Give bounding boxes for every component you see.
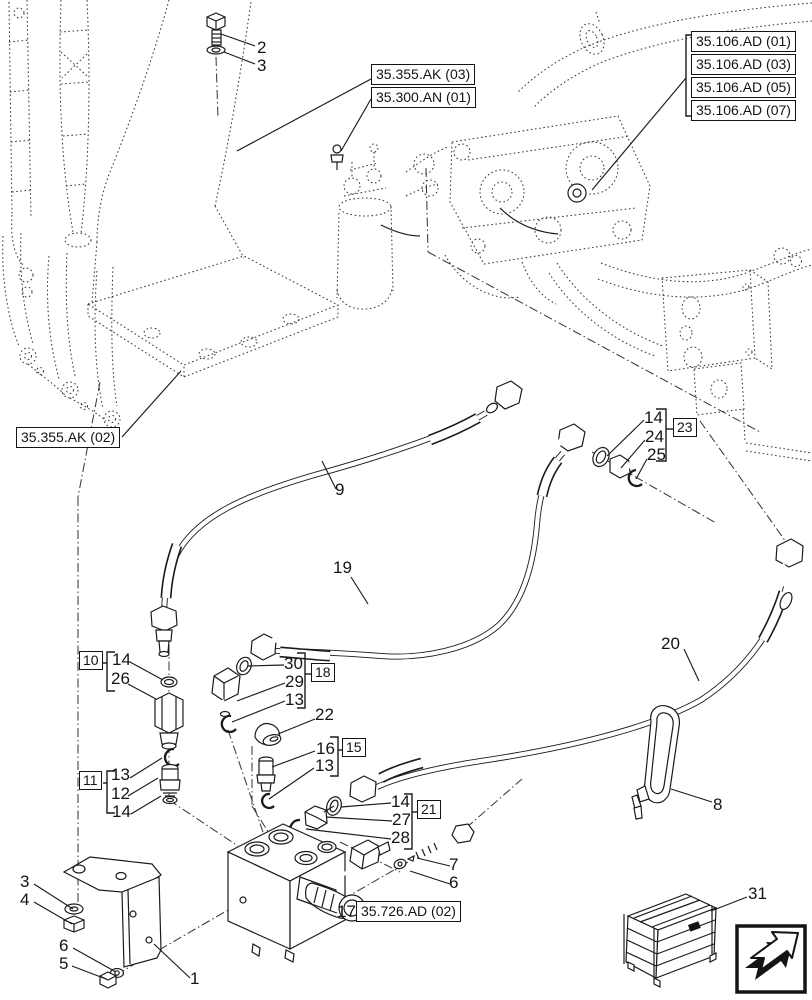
callout-20: 20 bbox=[661, 634, 680, 653]
callout-28: 28 bbox=[391, 828, 410, 847]
callout-25: 25 bbox=[647, 445, 666, 464]
callout-8: 8 bbox=[713, 795, 723, 814]
callout-5: 5 bbox=[59, 954, 69, 973]
ref-label-35-106-ad-05[interactable]: 35.106.AD (05) bbox=[691, 77, 796, 98]
callout-26: 26 bbox=[111, 669, 130, 688]
ref-label-35-106-ad-01[interactable]: 35.106.AD (01) bbox=[691, 31, 796, 52]
callout-19: 19 bbox=[333, 558, 352, 577]
hose-19 bbox=[250, 423, 586, 662]
ref-label-35-106-ad-03[interactable]: 35.106.AD (03) bbox=[691, 54, 796, 75]
callout-24: 24 bbox=[645, 427, 664, 446]
hose-clamp-8 bbox=[631, 705, 681, 820]
bolt-7-washer-6 bbox=[393, 823, 475, 870]
callout-7: 7 bbox=[449, 855, 459, 874]
fitting-group-18 bbox=[211, 656, 252, 734]
callout-27: 27 bbox=[392, 810, 411, 829]
ref-label-35-355-ak-02[interactable]: 35.355.AK (02) bbox=[16, 427, 121, 448]
callout-14: 14 bbox=[391, 792, 410, 811]
callout-13: 13 bbox=[111, 765, 130, 784]
callout-3: 3 bbox=[257, 56, 267, 75]
callout-9: 9 bbox=[335, 480, 345, 499]
fitting-group-21 bbox=[289, 796, 342, 840]
callout-13: 13 bbox=[315, 756, 334, 775]
fitting-group-23 bbox=[592, 446, 643, 488]
group-box-21: 21 bbox=[417, 800, 441, 819]
callout-13: 13 bbox=[285, 690, 304, 709]
fitting-group-10 bbox=[154, 676, 184, 750]
callout-1: 1 bbox=[190, 969, 200, 988]
callout-29: 29 bbox=[285, 672, 304, 691]
callout-3: 3 bbox=[20, 872, 30, 891]
callout-14: 14 bbox=[644, 408, 663, 427]
callout-2: 2 bbox=[257, 38, 267, 57]
mounting-bracket-1 bbox=[62, 856, 162, 968]
bolt-2-washer-3 bbox=[206, 12, 226, 55]
callout-6: 6 bbox=[449, 873, 459, 892]
group-box-10: 10 bbox=[79, 651, 103, 670]
fitting-group-11 bbox=[159, 747, 181, 805]
hose-20 bbox=[349, 538, 804, 803]
group-box-18: 18 bbox=[311, 663, 335, 682]
ref-label-35-726-ad-02[interactable]: 35.726.AD (02) bbox=[356, 901, 461, 922]
shipping-crate-31 bbox=[623, 893, 718, 988]
callout-14: 14 bbox=[112, 802, 131, 821]
callout-6: 6 bbox=[59, 936, 69, 955]
leader-lines bbox=[33, 33, 748, 980]
callout-14: 14 bbox=[112, 650, 131, 669]
callout-4: 4 bbox=[20, 890, 30, 909]
pump-inlet-fitting bbox=[332, 144, 342, 154]
ref-label-35-300-an-01[interactable]: 35.300.AN (01) bbox=[371, 87, 476, 108]
group-box-11: 11 bbox=[79, 771, 102, 790]
hose-9 bbox=[150, 380, 523, 658]
callout-31: 31 bbox=[748, 884, 767, 903]
callout-12: 12 bbox=[111, 784, 130, 803]
group-brackets bbox=[103, 34, 692, 850]
phantom-pump-assembly bbox=[330, 2, 812, 357]
callout-30: 30 bbox=[284, 654, 303, 673]
phantom-loader-frame bbox=[2, 0, 340, 428]
group-box-15: 15 bbox=[342, 738, 366, 757]
callout-17: 17 bbox=[337, 902, 356, 921]
direction-arrow-icon bbox=[735, 924, 807, 994]
group-box-23: 23 bbox=[673, 418, 697, 437]
fitting-group-15 bbox=[254, 722, 282, 810]
washer-3-nut-4 bbox=[63, 903, 85, 933]
phantom-chassis-bracket bbox=[661, 269, 812, 462]
callout-16: 16 bbox=[316, 739, 335, 758]
nut-5-washer-6 bbox=[99, 967, 125, 989]
ref-label-35-106-ad-07[interactable]: 35.106.AD (07) bbox=[691, 100, 796, 121]
ref-label-35-355-ak-03[interactable]: 35.355.AK (03) bbox=[371, 64, 476, 85]
callout-22: 22 bbox=[315, 705, 334, 724]
